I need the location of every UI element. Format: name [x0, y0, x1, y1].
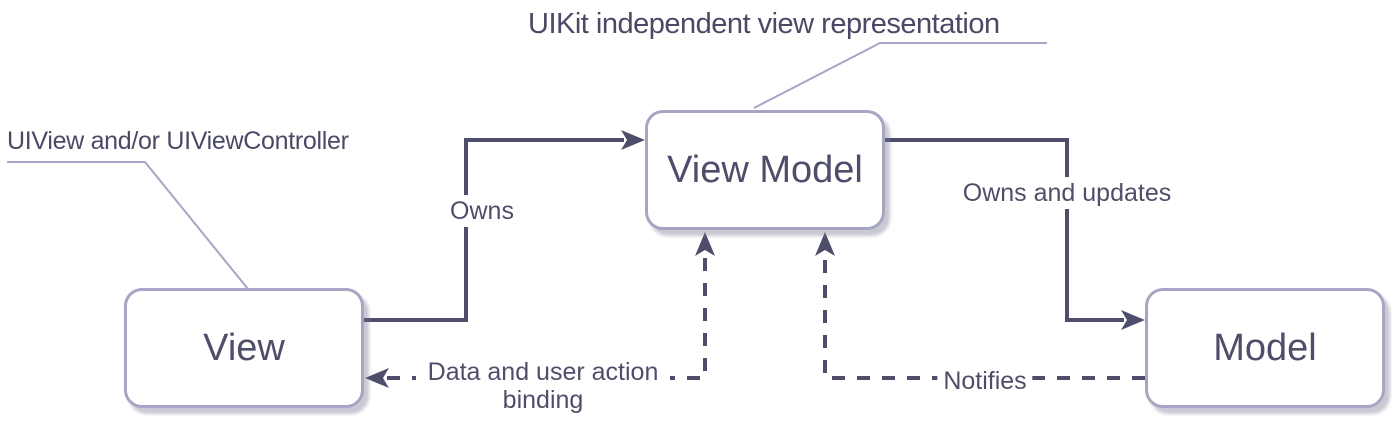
edge-owns-updates-line [885, 138, 1124, 322]
node-view-model-label: View Model [667, 148, 863, 191]
edge-label-owns-and-updates: Owns and updates [956, 177, 1178, 209]
edge-label-data-user-action-binding: Data and user action binding [416, 356, 670, 416]
edge-notifies-line [823, 258, 1145, 380]
edge-notifies-arrowhead [815, 232, 835, 256]
edge-owns-line [364, 138, 624, 322]
edge-owns-updates-arrowhead [1121, 310, 1145, 330]
node-model-label: Model [1213, 326, 1317, 369]
view-annotation-callout-line [7, 161, 249, 290]
node-view-model: View Model [645, 110, 885, 230]
edge-binding-arrowhead-viewmodel [695, 232, 715, 256]
node-view: View [124, 288, 364, 408]
edge-label-owns: Owns [444, 195, 520, 227]
viewmodel-annotation-callout-line [753, 42, 1047, 109]
edge-owns-arrowhead [621, 130, 645, 150]
view-annotation: UIView and/or UIViewController [7, 127, 349, 155]
node-model: Model [1145, 288, 1385, 408]
viewmodel-annotation: UIKit independent view representation [528, 8, 1000, 40]
edge-label-notifies: Notifies [937, 365, 1033, 397]
edge-binding-arrowhead-view [365, 368, 389, 388]
node-view-label: View [203, 326, 285, 369]
